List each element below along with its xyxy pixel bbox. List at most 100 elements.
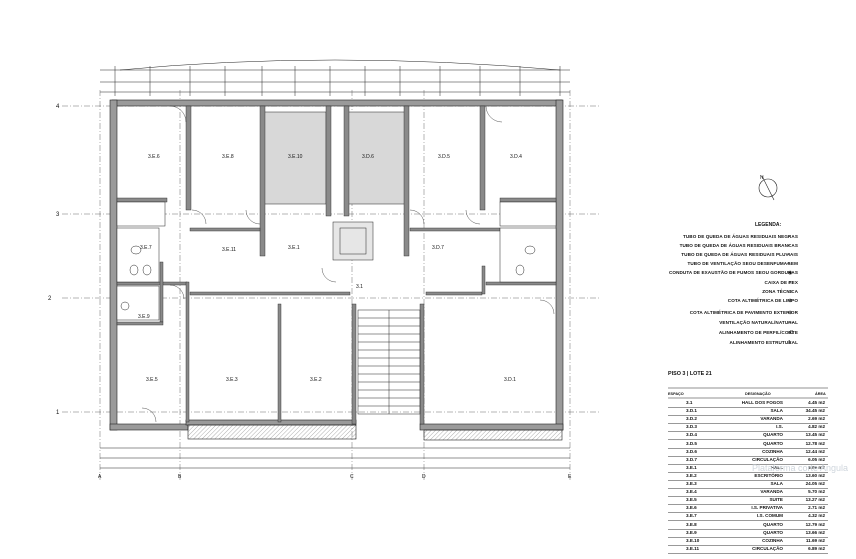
room-3e7: 3.E.7 [140,245,152,251]
table-cell-area: 6.59 m2 [808,464,825,470]
table-cell-code: 3.E.2 [686,472,697,478]
table-cell-area: 13.45 m2 [805,432,825,438]
table-cell-area: 2.71 m2 [808,505,825,511]
table-cell-code: 3.E.8 [686,521,697,527]
bathrooms [116,201,557,321]
table-cell-code: 3.E.1 [686,464,697,470]
room-3e1: 3.E.1 [288,245,300,251]
legend-item: TUBO DE VENTILAÇÃO SEOU DESENFUMAGEM [687,261,798,266]
legend-symbol: • [788,252,790,258]
table-row: 3.D.6 COZINHA 12.44 m2 [668,449,828,457]
legend-symbol: ⊖ [788,298,793,304]
axis-col-b: B [178,474,182,480]
table-cell-name: SALA [770,408,783,414]
legend-item: CONDUTA DE EXAUSTÃO DE FUMOS SEOU GORDUR… [668,270,798,275]
legend-symbol: • [788,243,790,249]
legend-item: TUBO DE QUEDA DE ÁGUAS RESIDUAIS BRANCAS [679,243,798,248]
table-cell-name: HALL DOS FOGOS [741,400,783,405]
table-title: PISO 3 | LOTE 21 [668,371,712,377]
table-cell-area: 13.66 m2 [805,529,825,535]
table-cell-name: I.S. [776,424,783,430]
table-cell-code: 3.D.6 [686,448,697,454]
table-cell-code: 3.D.7 [686,456,697,462]
table-row: 3.D.3 I.S. 4.82 m2 [668,424,828,433]
table-cell-area: 4.45 m2 [808,400,825,405]
table-cell-code: 3.E.3 [686,481,697,486]
table-cell-code: 3.D.3 [686,424,697,430]
table-cell-name: HALL [770,464,783,470]
table-cell-code: 3.E.9 [686,529,697,535]
kitchen-zones [263,111,407,205]
interior-walls [116,105,557,425]
table-header-space: ESPAÇO [668,392,684,396]
table-cell-name: VARANDA [760,416,783,422]
table-cell-area: 12.79 m2 [805,521,825,527]
table-cell-name: QUARTO [763,440,783,446]
table-row: 3.D.1 SALA 34.45 m2 [668,408,828,417]
table-cell-area: 12.78 m2 [805,440,825,446]
table-cell-name: QUARTO [763,529,783,535]
top-dimension-lines [100,59,570,93]
table-cell-code: 3.E.4 [686,489,697,495]
table-cell-area: 13.27 m2 [805,497,825,503]
table-cell-code: 3.E.7 [686,513,697,519]
watermark: Plataforma corte Angula [752,463,849,473]
axis-col-a: A [98,474,102,480]
legend-symbol: ◉ [788,270,793,276]
axis-row-2: 2 [48,296,52,302]
table-cell-area: 4.82 m2 [808,424,825,430]
table-cell-name: QUARTO [763,432,783,438]
table-cell-area: 11.69 m2 [805,537,825,543]
legend-item: ZONA TÉCNICA [762,289,798,294]
room-labels: 3.E.6 3.E.8 3.E.10 3.D.6 3.D.5 3.D.4 3.E… [138,154,522,383]
room-3e11: 3.E.11 [222,247,236,253]
room-3e8: 3.E.8 [222,154,234,160]
grid-row-labels: 4 3 2 1 [48,104,60,416]
legend-item: COTA ALTIMÉTRICA DE LIMPO [727,298,798,303]
table-cell-code: 3.E.10 [686,537,700,543]
room-31: 3.1 [356,284,363,290]
table-cell-area: 2.69 m2 [808,416,825,422]
north-label: N [760,175,764,181]
table-cell-name: SUITE [769,497,783,503]
stair-core [332,221,421,415]
table-cell-name: CIRCULAÇÃO [752,456,783,462]
door-swings [141,105,555,423]
table-cell-name: CIRCULAÇÃO [752,545,783,551]
table-cell-name: VARANDA [760,489,783,495]
room-3e9: 3.E.9 [138,314,150,320]
table-cell-code: 3.E.6 [686,505,697,511]
legend-title: LEGENDA: [755,222,782,228]
legend-symbol: 1 [788,340,791,346]
axis-row-3: 3 [56,212,60,218]
grid-col-labels: A B C D E [98,474,572,480]
legend-symbol: ▭ [788,280,793,286]
room-3e6: 3.E.6 [148,154,160,160]
room-3d7: 3.D.7 [432,245,444,251]
legend-symbol: • [788,234,790,240]
table-cell-code: 3.D.1 [686,408,697,414]
table-rules [668,387,828,399]
legend-symbol: ▭ [788,289,793,295]
exterior-walls [109,99,564,431]
table-cell-name: COZINHA [762,448,783,454]
room-3e3: 3.E.3 [226,377,238,383]
table-cell-area: 34.45 m2 [805,408,825,414]
axis-row-4: 4 [56,104,60,110]
table-cell-area: 6.05 m2 [808,456,825,462]
table-cell-name: I.S. PRIVATIVA [751,505,783,511]
table-cell-area: 24.05 m2 [805,481,825,486]
table-cell-area: 6.89 m2 [808,545,825,551]
room-3e10: 3.E.10 [288,154,303,160]
table-cell-area: 12.44 m2 [805,448,825,454]
